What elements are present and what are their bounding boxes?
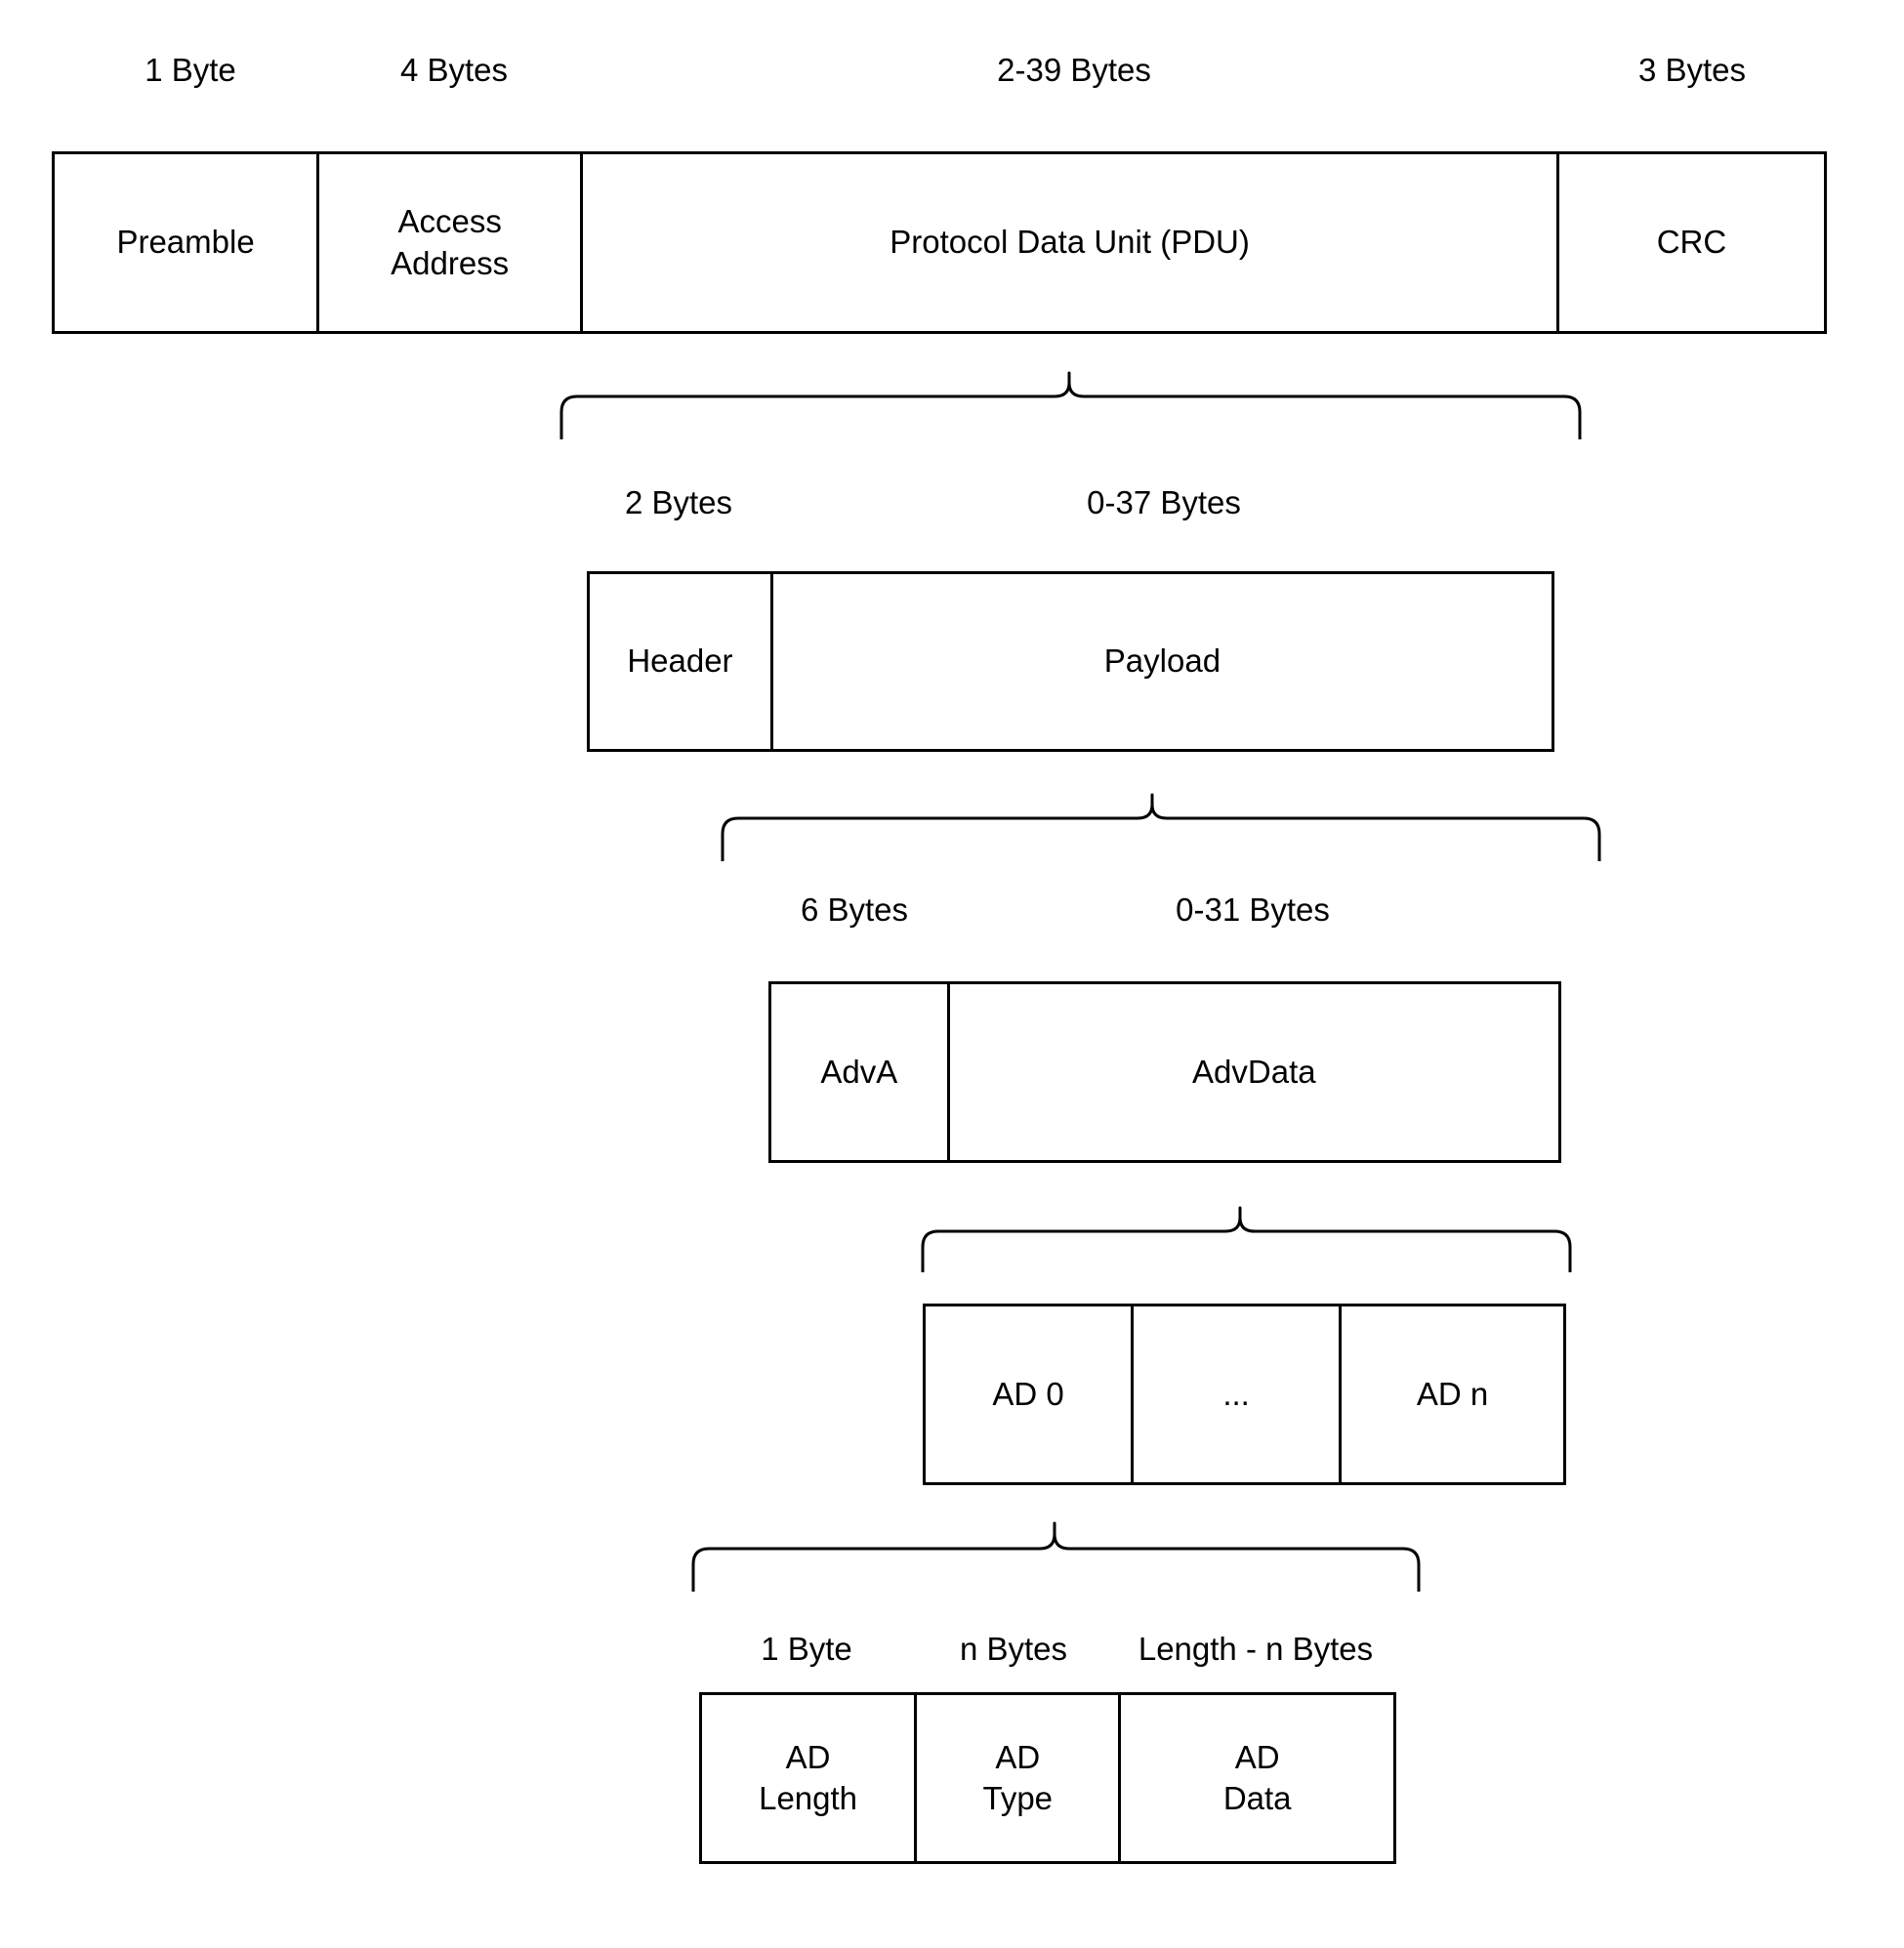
cell-payload: Payload [772,574,1552,749]
cell-advdata: AdvData [949,984,1558,1160]
size-label-ad-data: Length - n Bytes [1138,1631,1374,1667]
size-label-pdu: 2-39 Bytes [997,52,1151,88]
cell-ad-ellipsis: ... [1134,1306,1343,1482]
cell-adva: AdvA [771,984,950,1160]
payload-breakdown-row: AdvA AdvData [768,981,1561,1163]
size-label-crc: 3 Bytes [1637,52,1747,88]
cell-ad-0: AD 0 [926,1306,1135,1482]
brace-ad0-to-ad-structure [691,1521,1421,1592]
cell-header: Header [590,574,773,749]
cell-ad-length: AD Length [702,1695,918,1861]
size-label-preamble: 1 Byte [145,52,236,88]
link-layer-packet-row: Preamble Access Address Protocol Data Un… [52,151,1827,334]
ad-structure-row: AD Length AD Type AD Data [699,1692,1396,1864]
cell-access-address: Access Address [319,154,584,331]
size-label-payload: 0-37 Bytes [1087,484,1241,520]
brace-pdu-to-header-payload [559,371,1582,439]
size-label-ad-length: 1 Byte [761,1631,852,1667]
cell-preamble: Preamble [55,154,320,331]
cell-pdu: Protocol Data Unit (PDU) [583,154,1559,331]
cell-crc: CRC [1558,154,1824,331]
brace-payload-to-adva-advdata [721,793,1601,861]
advdata-breakdown-row: AD 0 ... AD n [923,1304,1566,1485]
size-label-access-address: 4 Bytes [399,52,509,88]
cell-ad-type: AD Type [917,1695,1122,1861]
size-label-header: 2 Bytes [624,484,733,520]
cell-ad-n: AD n [1342,1306,1563,1482]
brace-advdata-to-ad-list [921,1206,1572,1272]
size-label-adva: 6 Bytes [800,891,909,928]
pdu-breakdown-row: Header Payload [587,571,1554,752]
cell-ad-data: AD Data [1121,1695,1393,1861]
size-label-advdata: 0-31 Bytes [1176,891,1330,928]
size-label-ad-type: n Bytes [959,1631,1068,1667]
